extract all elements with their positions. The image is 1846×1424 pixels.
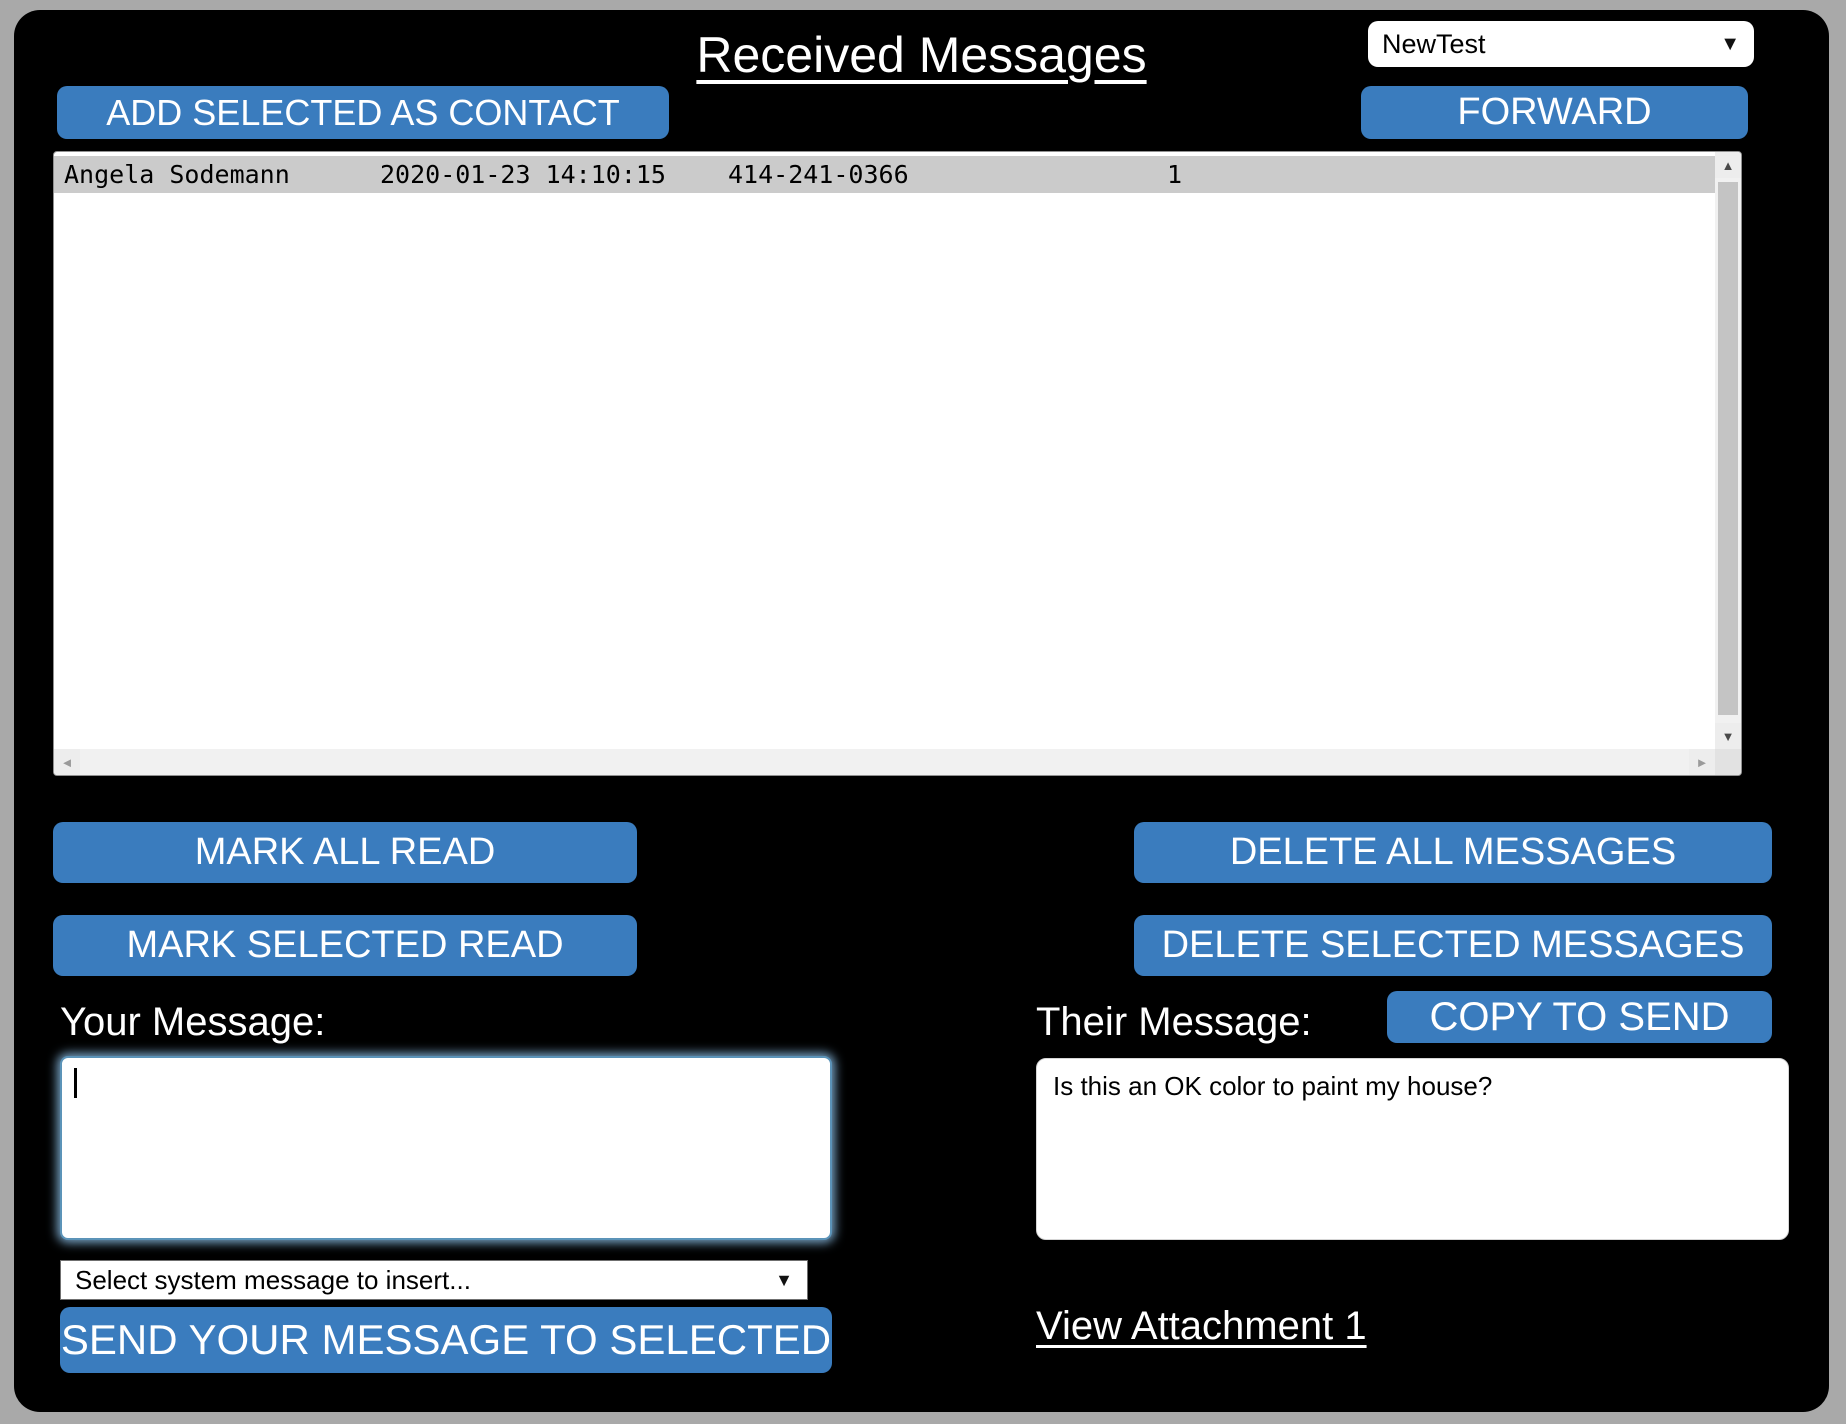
message-datetime: 2020-01-23 14:10:15 [380,160,666,189]
text-cursor [74,1068,77,1098]
forward-button[interactable]: FORWARD [1361,86,1748,139]
page-title: Received Messages [696,27,1147,83]
scroll-down-icon[interactable]: ▼ [1715,723,1741,749]
received-messages-list[interactable]: Angela Sodemann 2020-01-23 14:10:15 414-… [53,151,1742,776]
add-selected-as-contact-button[interactable]: ADD SELECTED AS CONTACT [57,86,669,139]
their-message-input[interactable] [1036,1058,1789,1240]
delete-all-messages-button[interactable]: DELETE ALL MESSAGES [1134,822,1772,883]
message-unread-count: 1 [1167,160,1183,189]
your-message-input[interactable] [60,1056,832,1240]
chevron-down-icon: ▼ [1720,32,1740,55]
system-message-select-value: Select system message to insert... [75,1264,471,1295]
message-sender: Angela Sodemann [64,160,290,189]
mark-all-read-button[interactable]: MARK ALL READ [53,822,637,883]
copy-to-send-button[interactable]: COPY TO SEND [1387,991,1772,1043]
scrollbar-corner [1715,749,1741,775]
vertical-scrollbar[interactable]: ▲ ▼ [1715,152,1741,749]
their-message-label: Their Message: [1036,1000,1312,1044]
your-message-label: Your Message: [60,1000,326,1044]
scroll-right-icon[interactable]: ► [1689,749,1715,775]
app-window: Received Messages NewTest ▼ ADD SELECTED… [14,10,1829,1412]
scroll-left-icon[interactable]: ◄ [54,749,80,775]
message-phone: 414-241-0366 [728,160,909,189]
mark-selected-read-button[interactable]: MARK SELECTED READ [53,915,637,976]
horizontal-scrollbar[interactable]: ◄ ► [54,749,1715,775]
message-row-selected[interactable]: Angela Sodemann 2020-01-23 14:10:15 414-… [54,156,1715,193]
scroll-up-icon[interactable]: ▲ [1715,152,1741,178]
chevron-down-icon: ▼ [775,1269,793,1290]
vertical-scrollbar-thumb[interactable] [1718,182,1738,715]
system-message-select[interactable]: Select system message to insert... ▼ [60,1260,808,1300]
send-your-message-button[interactable]: SEND YOUR MESSAGE TO SELECTED [60,1307,832,1373]
delete-selected-messages-button[interactable]: DELETE SELECTED MESSAGES [1134,915,1772,976]
account-select-value: NewTest [1382,28,1486,59]
account-select[interactable]: NewTest ▼ [1368,21,1754,67]
your-message-field-wrap [60,1056,832,1240]
view-attachment-link[interactable]: View Attachment 1 [1036,1304,1367,1348]
